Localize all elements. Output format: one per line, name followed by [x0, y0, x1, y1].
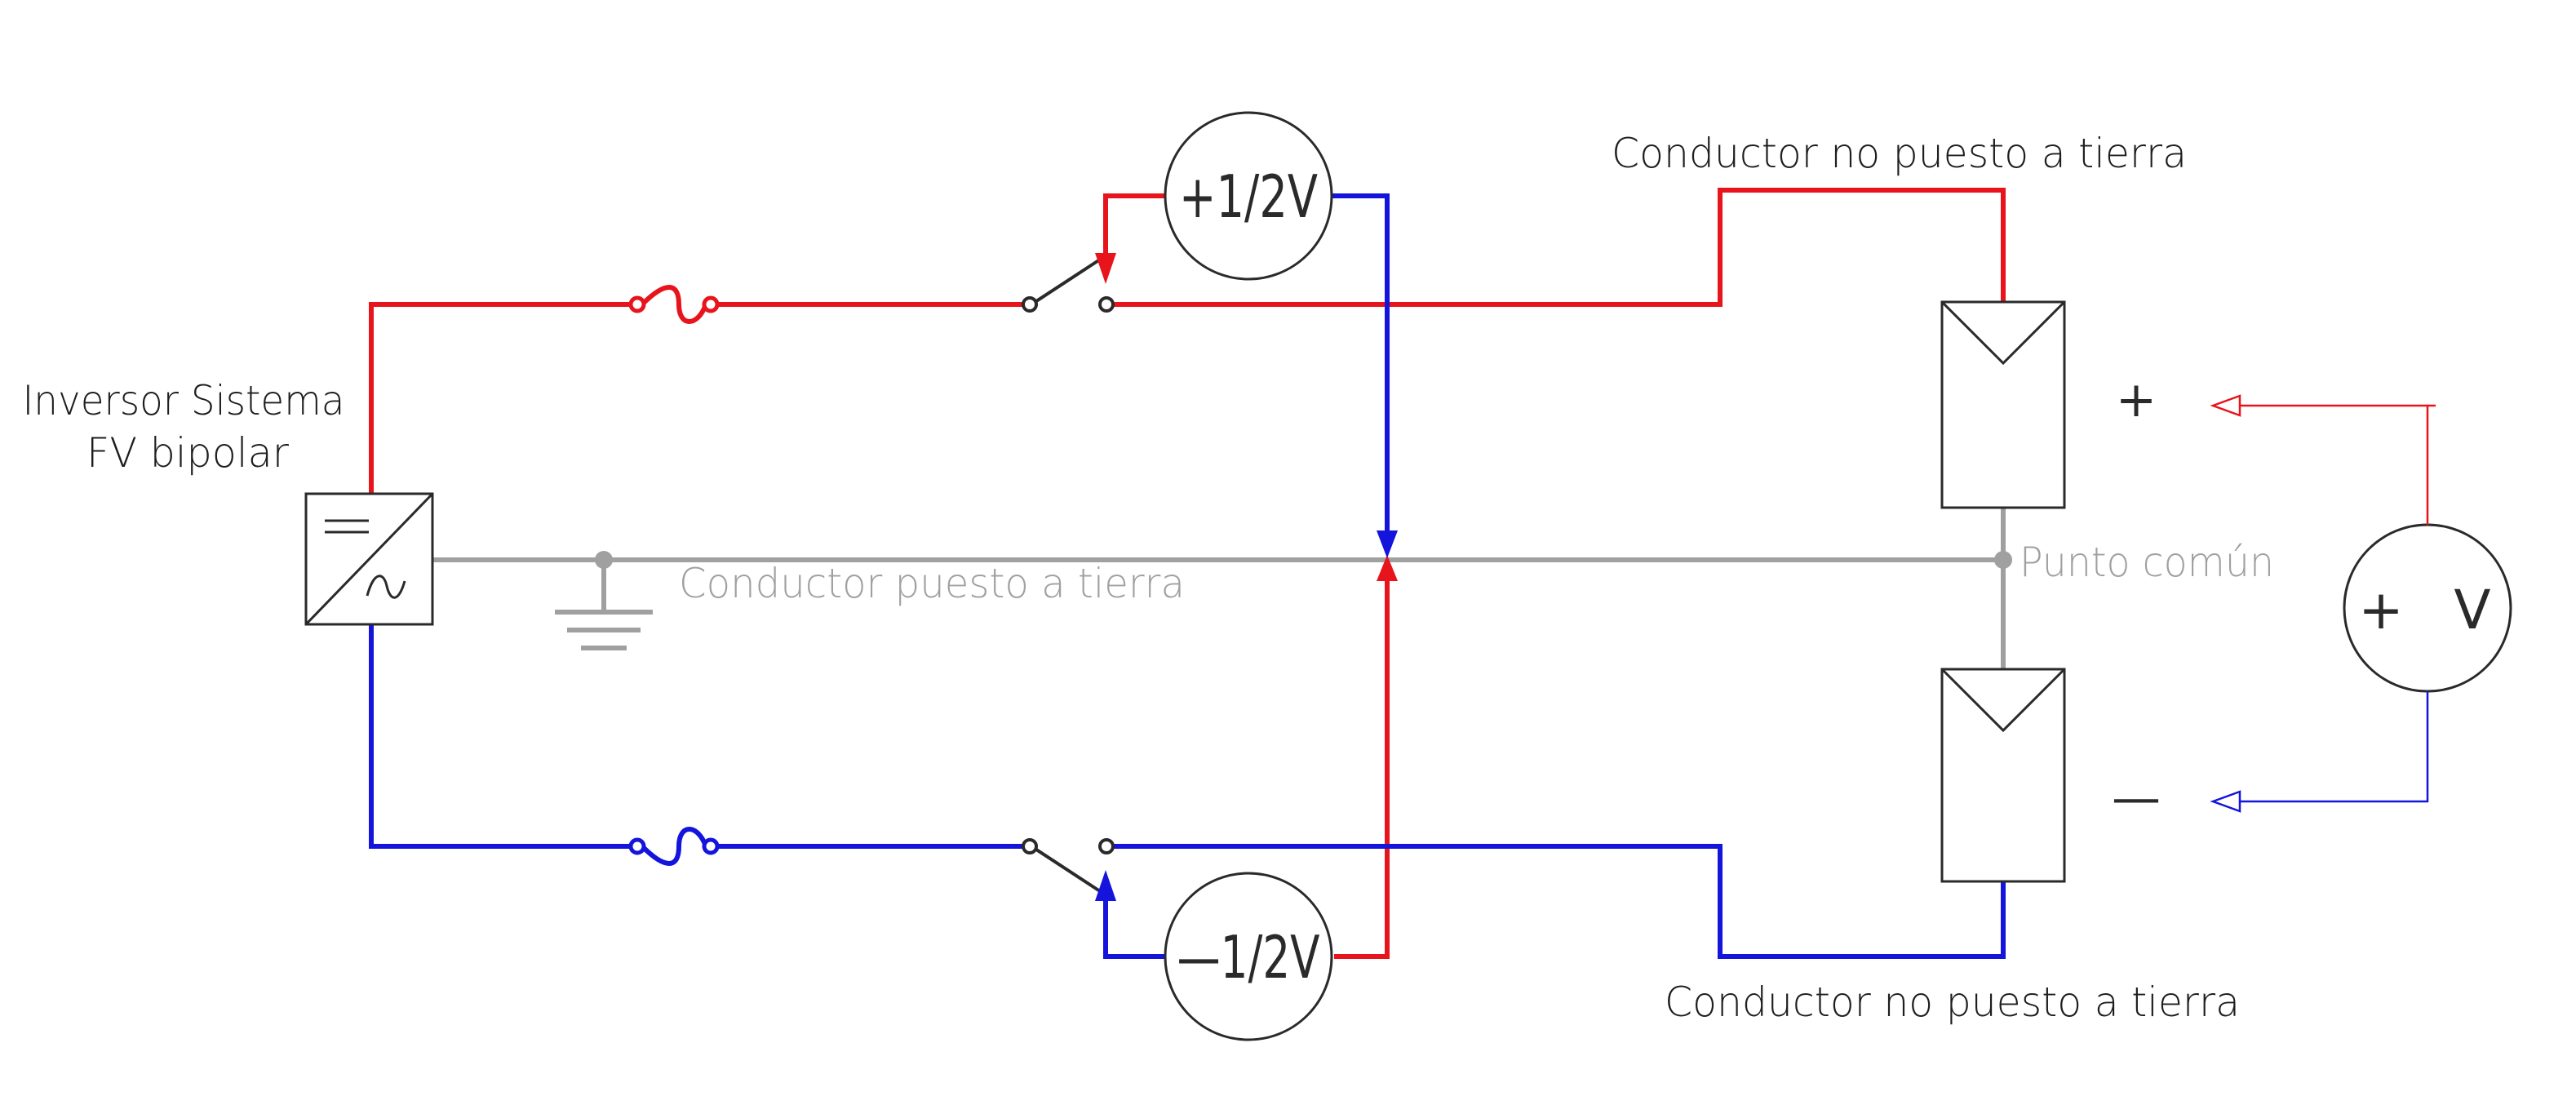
fuse-bottom: [640, 827, 708, 866]
arrow-bottom-switch-icon: [1095, 870, 1116, 901]
ungrounded-conductor-top-label: Conductor no puesto a tierra: [1612, 130, 2187, 177]
terminal-minus: —: [2112, 770, 2161, 827]
ground-symbol: [555, 610, 653, 650]
terminal-plus: +: [2116, 371, 2157, 428]
voltmeter-top: +1/2V: [1164, 111, 1333, 281]
voltmeter-bottom-label: —1/2V: [1177, 923, 1320, 992]
common-point-label: Punto común: [2020, 539, 2274, 586]
common-point-junction-dot: [1994, 551, 2012, 569]
pv-module-bottom: [1940, 668, 2066, 883]
ungrounded-conductor-bottom-label: Conductor no puesto a tierra: [1665, 979, 2240, 1026]
arrow-top-switch-icon: [1095, 253, 1116, 284]
voltmeter-top-label: +1/2V: [1179, 162, 1318, 231]
inverter-label-line2: FV bipolar: [86, 429, 289, 477]
arrow-centre-up-icon: [1377, 555, 1398, 581]
fuse-top: [640, 285, 708, 324]
voltmeter-bottom: —1/2V: [1164, 872, 1333, 1041]
grounded-conductor: [431, 490, 2006, 669]
pv-module-top: [1940, 300, 2066, 509]
arrow-centre-down-icon: [1377, 530, 1398, 558]
grounded-conductor-label: Conductor puesto a tierra: [679, 560, 1185, 607]
inverter-icon: [304, 492, 434, 626]
switch-bottom: [1022, 838, 1115, 893]
ground-junction-dot: [595, 551, 613, 569]
voltmeter-right-v: V: [2454, 579, 2490, 641]
measurement-lead-negative: [2210, 691, 2429, 813]
positive-conductor: [369, 188, 2006, 959]
measurement-lead-positive: [2210, 394, 2436, 525]
voltmeter-right: + V: [2343, 523, 2512, 693]
inverter-label-line1: Inversor Sistema: [23, 377, 345, 424]
negative-conductor: [369, 193, 2006, 959]
voltmeter-right-plus: +: [2358, 579, 2403, 641]
switch-top: [1022, 258, 1115, 313]
